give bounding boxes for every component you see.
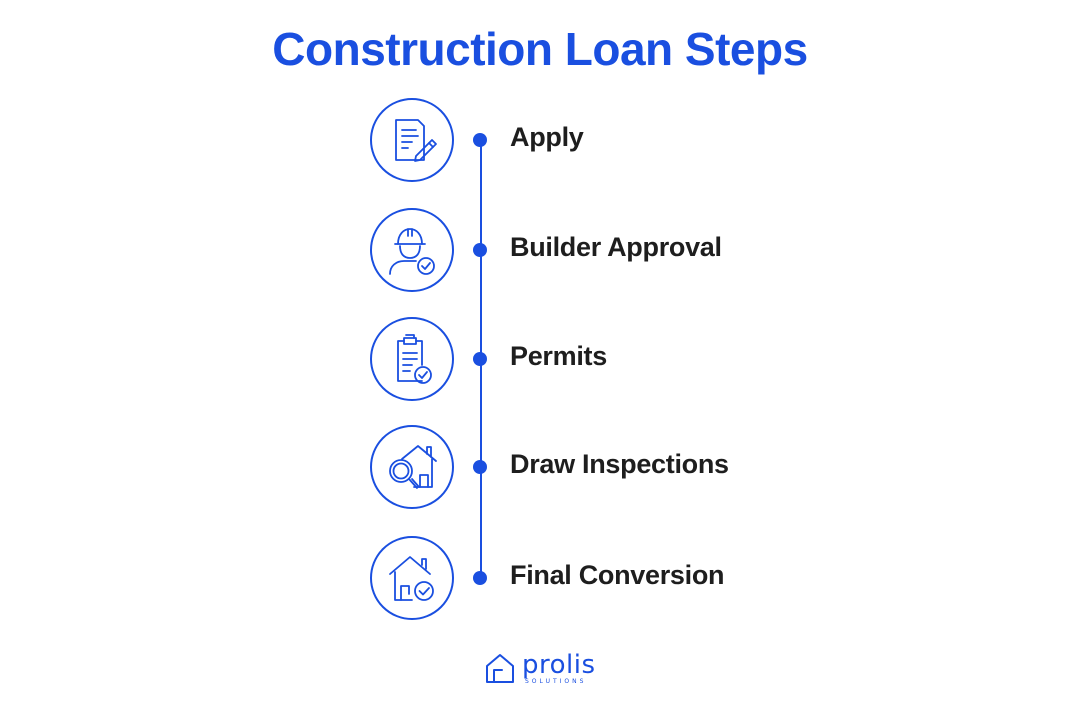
step-permits: Permits bbox=[370, 317, 770, 407]
page-title: Construction Loan Steps bbox=[272, 23, 808, 75]
step-icon-circle bbox=[370, 536, 454, 620]
logo-tagline: SOLUTIONS bbox=[525, 678, 587, 685]
clipboard-check-icon bbox=[397, 334, 432, 384]
builder-hardhat-check-icon bbox=[389, 228, 435, 275]
application-form-pencil-icon bbox=[395, 119, 437, 162]
house-check-icon bbox=[389, 556, 434, 601]
step-icon-circle bbox=[370, 425, 454, 509]
step-label: Builder Approval bbox=[510, 232, 722, 262]
timeline-dot bbox=[473, 243, 487, 257]
timeline-dot bbox=[473, 460, 487, 474]
step-draw-inspections: Draw Inspections bbox=[370, 425, 770, 515]
logo-brand-name: prolis bbox=[522, 650, 596, 680]
timeline-dot bbox=[473, 571, 487, 585]
house-magnifier-icon bbox=[389, 445, 437, 489]
step-icon-circle bbox=[370, 98, 454, 182]
step-builder-approval: Builder Approval bbox=[370, 208, 770, 298]
step-final-conversion: Final Conversion bbox=[370, 536, 770, 626]
step-icon-circle bbox=[370, 208, 454, 292]
step-label: Apply bbox=[510, 122, 584, 152]
timeline-dot bbox=[473, 352, 487, 366]
step-label: Final Conversion bbox=[510, 560, 725, 590]
step-icon-circle bbox=[370, 317, 454, 401]
timeline-dot bbox=[473, 133, 487, 147]
step-label: Permits bbox=[510, 341, 607, 371]
prolis-logo: prolis SOLUTIONS bbox=[484, 650, 604, 690]
step-label: Draw Inspections bbox=[510, 449, 729, 479]
house-logo-icon bbox=[486, 654, 514, 683]
step-apply: Apply bbox=[370, 98, 770, 188]
